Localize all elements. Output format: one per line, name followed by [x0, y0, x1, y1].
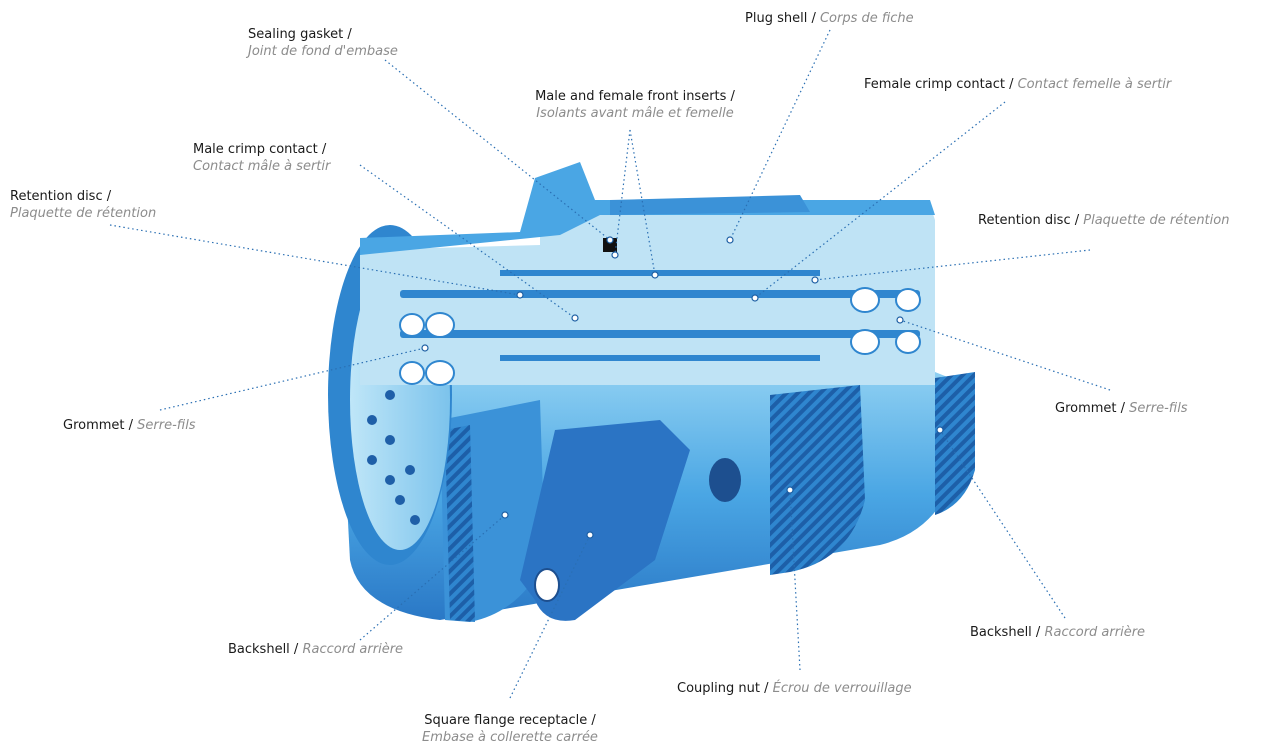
callout-dots	[421, 236, 944, 539]
label-sealing-gasket: Sealing gasket / Joint de fond d'embase	[248, 27, 398, 59]
label-backshell-right: Backshell / Raccord arrière	[970, 625, 1146, 640]
leader-lines	[109, 29, 1111, 699]
label-square-flange: Square flange receptacle / Embase à coll…	[422, 713, 598, 745]
backshell-right-knurl	[935, 372, 975, 515]
label-retention-disc-right: Retention disc / Plaquette de rétention	[978, 213, 1230, 228]
label-grommet-left: Grommet / Serre-fils	[63, 418, 196, 433]
label-grommet-right: Grommet / Serre-fils	[1055, 401, 1188, 416]
square-flange	[520, 420, 690, 621]
label-plug-shell: Plug shell / Corps de fiche	[745, 11, 914, 26]
backshell-left-knurl	[445, 425, 475, 622]
coupling-nut-knurl	[770, 385, 865, 575]
label-backshell-left: Backshell / Raccord arrière	[228, 642, 404, 657]
label-coupling-nut: Coupling nut / Écrou de verrouillage	[677, 681, 912, 696]
label-male-crimp: Male crimp contact / Contact mâle à sert…	[193, 142, 331, 174]
gasket-mark	[603, 238, 617, 252]
label-front-inserts: Male and female front inserts / Isolants…	[535, 89, 735, 121]
label-female-crimp: Female crimp contact / Contact femelle à…	[864, 77, 1172, 92]
label-retention-disc-left: Retention disc / Plaquette de rétention	[10, 189, 157, 221]
connector-cross-section	[360, 162, 935, 386]
